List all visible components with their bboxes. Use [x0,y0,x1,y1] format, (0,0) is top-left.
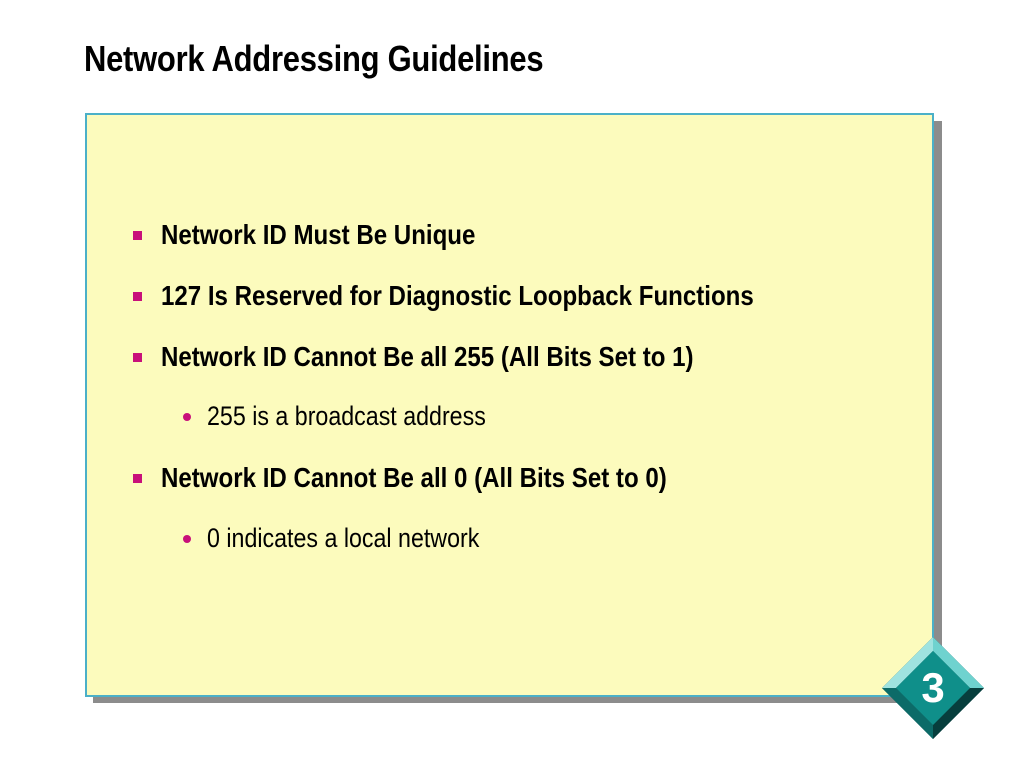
sub-bullet-item-broadcast: 255 is a broadcast address [183,401,531,432]
bullet-item-network-id-unique: Network ID Must Be Unique [133,219,527,251]
bullet-text: 127 Is Reserved for Diagnostic Loopback … [161,280,754,311]
slide-number: 3 [921,664,945,711]
sub-bullet-text: 0 indicates a local network [207,523,480,553]
square-bullet-icon [133,291,142,301]
bullet-text: Network ID Cannot Be all 255 (All Bits S… [161,341,694,372]
diamond-badge-icon [882,637,984,739]
content-box: Network ID Must Be Unique 127 Is Reserve… [85,113,934,697]
slide-number-badge: 3 [880,635,986,741]
bullet-text: Network ID Cannot Be all 0 (All Bits Set… [161,462,667,493]
round-bullet-icon [183,534,191,543]
square-bullet-icon [133,352,142,362]
square-bullet-icon [133,473,142,483]
bullet-item-not-all-0: Network ID Cannot Be all 0 (All Bits Set… [133,462,749,494]
bullet-item-not-all-255: Network ID Cannot Be all 255 (All Bits S… [133,341,780,373]
slide-title: Network Addressing Guidelines [84,38,544,79]
bullet-item-127-reserved: 127 Is Reserved for Diagnostic Loopback … [133,280,850,312]
round-bullet-icon [183,412,191,421]
bullet-list: Network ID Must Be Unique 127 Is Reserve… [87,115,932,695]
bullet-text: Network ID Must Be Unique [161,219,476,250]
square-bullet-icon [133,230,142,240]
sub-bullet-text: 255 is a broadcast address [207,401,486,431]
sub-bullet-item-local-network: 0 indicates a local network [183,523,524,554]
